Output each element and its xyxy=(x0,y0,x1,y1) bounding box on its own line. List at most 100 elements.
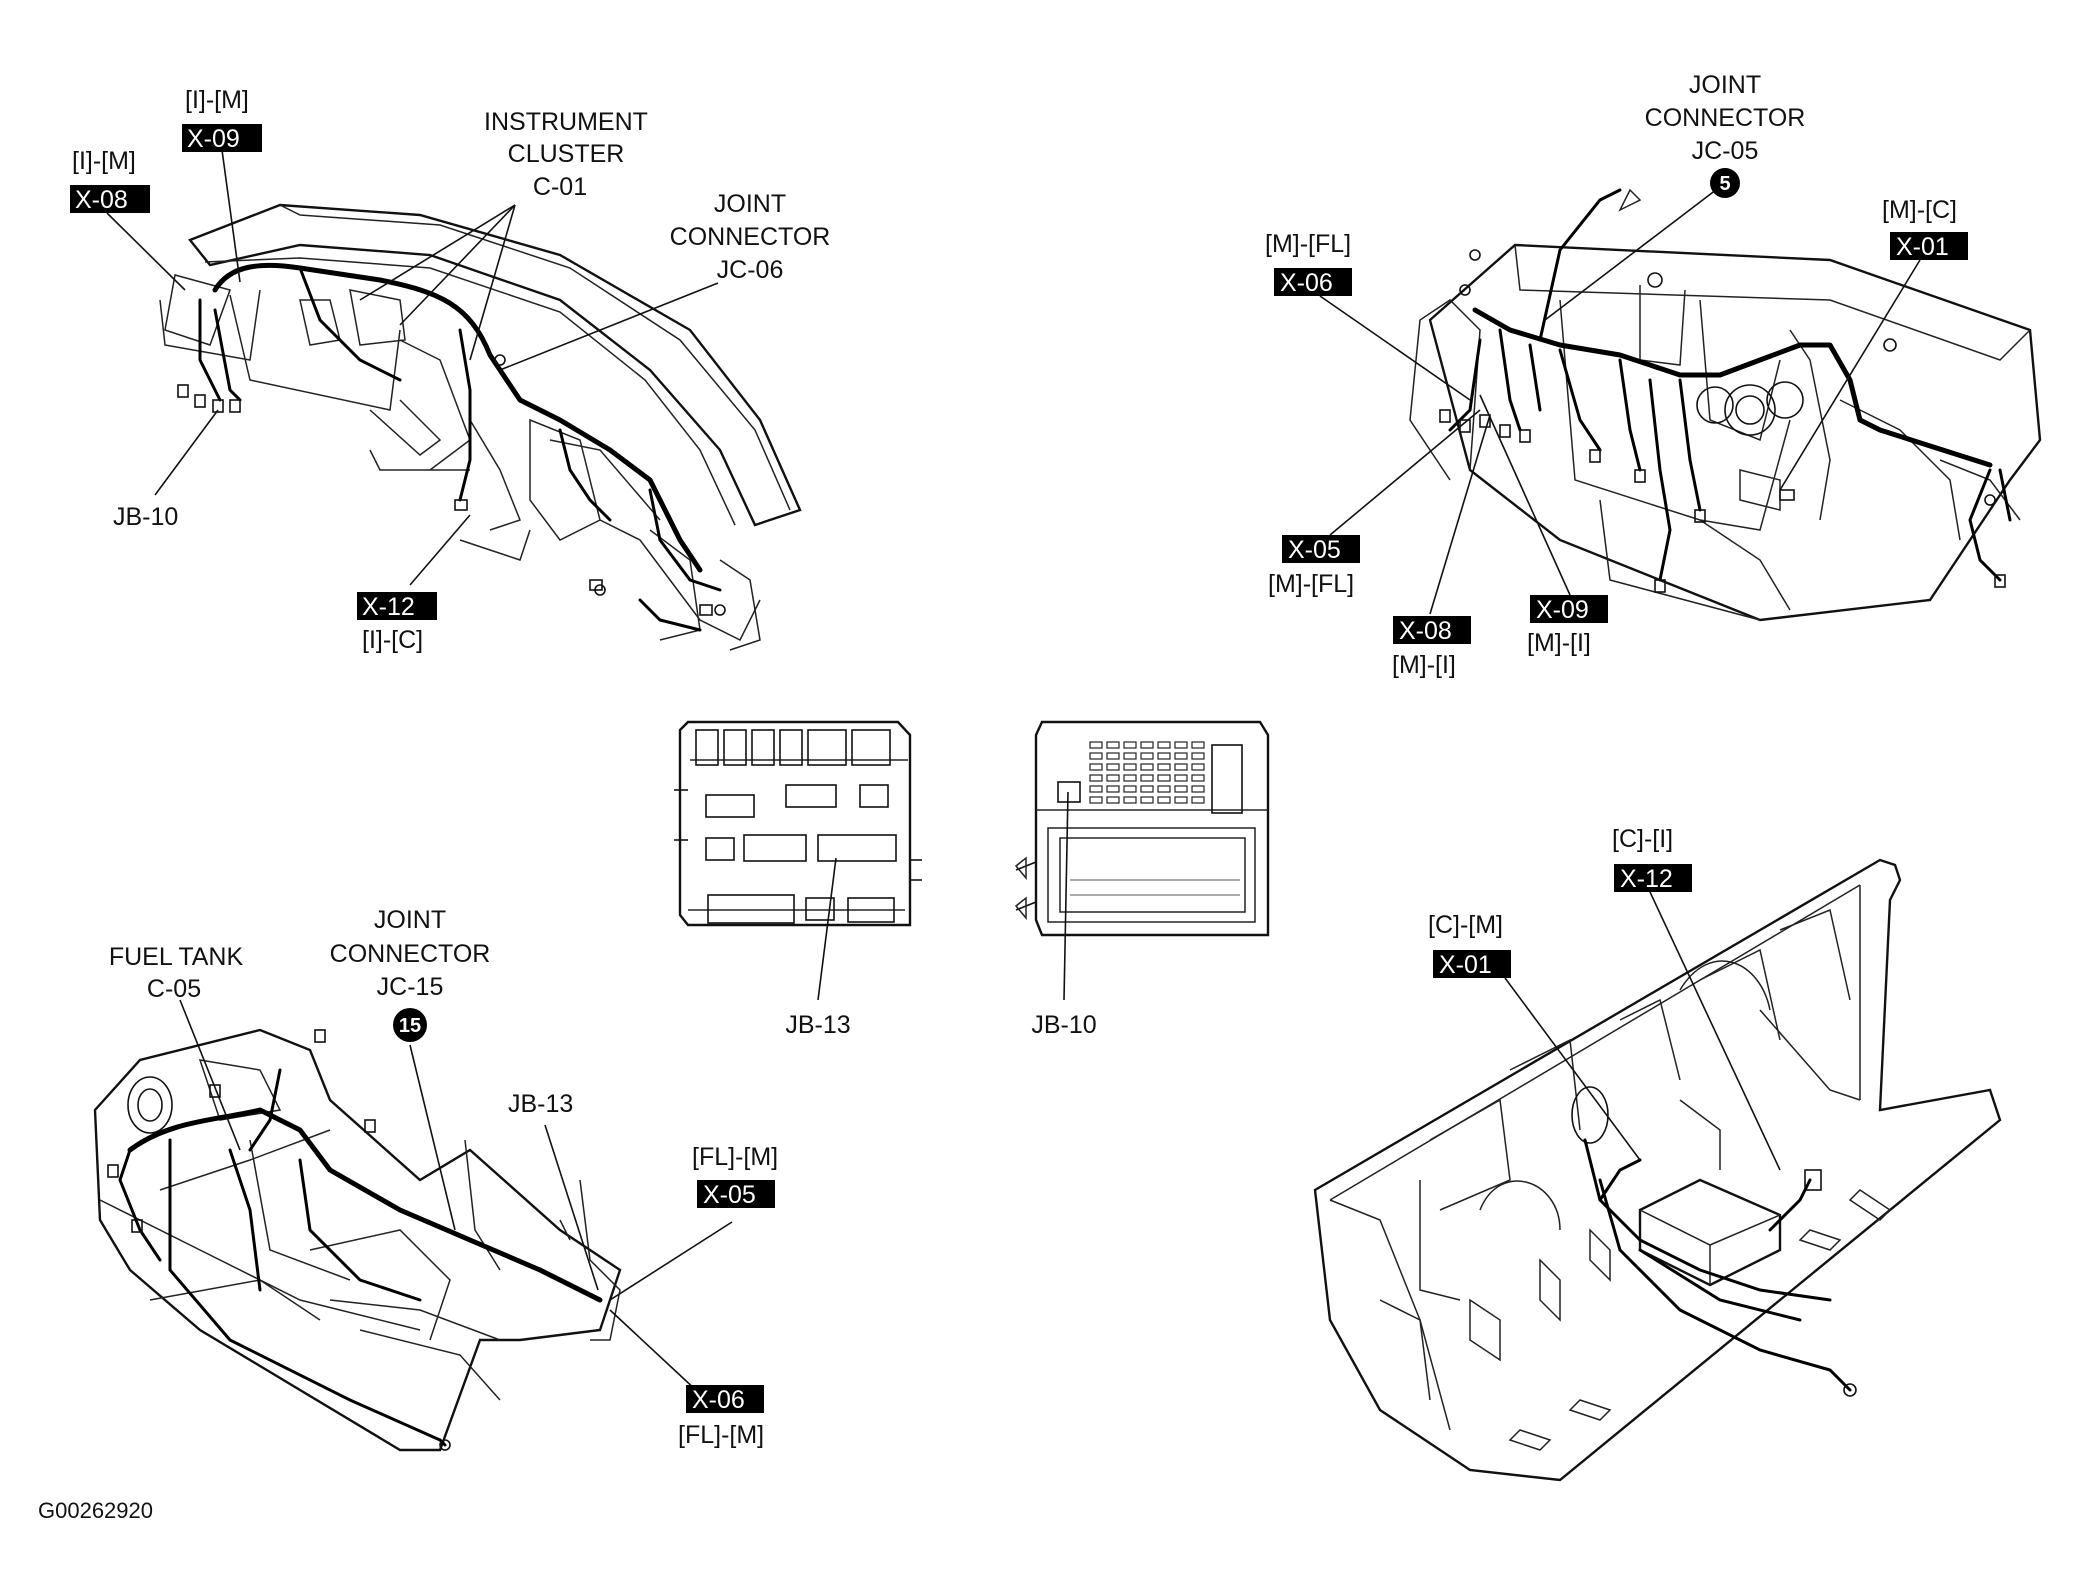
jc15-badge xyxy=(393,1008,427,1042)
jc15-badge-number: 15 xyxy=(399,1015,421,1037)
bottom-right-leaders xyxy=(1504,891,1781,1171)
x08-top-right-tag: X-08 xyxy=(1399,617,1452,645)
console-drawing xyxy=(1313,858,2002,1482)
fuse-slot xyxy=(1106,785,1120,793)
fuse-slot xyxy=(1123,752,1137,760)
jb10-fuse-grid xyxy=(1089,741,1205,804)
x05-bottom-left-tag: X-05 xyxy=(703,1181,756,1209)
top-left-labels: [I]-[M] X-09 [I]-[M] X-08 INSTRUMENT CLU… xyxy=(70,86,830,654)
jc15-line-1: JOINT xyxy=(374,906,446,934)
jb13-center-label: JB-13 xyxy=(785,1011,850,1039)
fuse-slot xyxy=(1140,763,1154,771)
instrument-cluster-line-3: C-01 xyxy=(533,173,587,201)
fuse-slot xyxy=(1157,796,1171,804)
x05-top-right-tag: X-05 xyxy=(1288,536,1341,564)
fuse-slot xyxy=(1123,785,1137,793)
fuse-slot xyxy=(1140,785,1154,793)
fuse-slot xyxy=(1157,763,1171,771)
fuse-slot xyxy=(1106,774,1120,782)
fuse-slot xyxy=(1157,752,1171,760)
bottom-left-labels: FUEL TANK C-05 JOINT CONNECTOR JC-15 15 … xyxy=(109,906,778,1449)
instrument-cluster-line-2: CLUSTER xyxy=(508,140,625,168)
fuse-slot xyxy=(1191,785,1205,793)
fuse-slot xyxy=(1157,774,1171,782)
jc06-line-3: JC-06 xyxy=(717,256,784,284)
jc05-badge xyxy=(1710,168,1740,198)
bottom-right-labels: [C]-[I] X-12 [C]-[M] X-01 xyxy=(1428,825,1692,979)
figure-code: G00262920 xyxy=(38,1498,153,1523)
fuse-slot xyxy=(1089,785,1103,793)
jb10-junction-box xyxy=(1014,720,1270,1001)
fuse-slot xyxy=(1174,741,1188,749)
fuse-slot xyxy=(1123,774,1137,782)
fuse-slot xyxy=(1106,752,1120,760)
jc05-line-1: JOINT xyxy=(1689,71,1761,99)
x05-bottom-left-label: [FL]-[M] xyxy=(692,1143,778,1171)
fuse-slot xyxy=(1089,774,1103,782)
top-right-labels: JOINT CONNECTOR JC-05 5 [M]-[C] X-01 [M]… xyxy=(1265,71,1968,679)
x09-top-left-tag: X-09 xyxy=(187,125,240,153)
fuse-slot xyxy=(1140,752,1154,760)
top-right-leaders xyxy=(1319,182,1921,615)
instrument-panel-drawing xyxy=(159,203,802,651)
fuse-slot xyxy=(1174,785,1188,793)
fuse-slot xyxy=(1123,741,1137,749)
fuse-slot xyxy=(1174,796,1188,804)
jb10-center-label: JB-10 xyxy=(1031,1011,1096,1039)
x06-bottom-left-label: [FL]-[M] xyxy=(678,1421,764,1449)
floor-drawing xyxy=(93,1028,622,1452)
x06-bottom-left-tag: X-06 xyxy=(692,1386,745,1414)
x09-top-left-label: [I]-[M] xyxy=(185,86,249,114)
fuse-slot xyxy=(1174,774,1188,782)
jc05-line-2: CONNECTOR xyxy=(1645,104,1806,132)
bottom-left-leaders xyxy=(179,999,733,1393)
x06-top-right-label: [M]-[FL] xyxy=(1265,230,1351,258)
fuse-slot xyxy=(1106,796,1120,804)
fuse-slot xyxy=(1106,763,1120,771)
fuse-slot xyxy=(1191,763,1205,771)
jb13-bottom-left-label: JB-13 xyxy=(508,1090,573,1118)
fuse-slot xyxy=(1106,741,1120,749)
fuse-slot xyxy=(1191,752,1205,760)
x09-top-right-tag: X-09 xyxy=(1536,596,1589,624)
fuse-slot xyxy=(1191,774,1205,782)
x01-top-right-tag: X-01 xyxy=(1896,233,1949,261)
x09-top-right-label: [M]-[I] xyxy=(1527,629,1591,657)
jc05-badge-number: 5 xyxy=(1719,173,1730,195)
x01-bottom-right-tag: X-01 xyxy=(1439,951,1492,979)
fuse-slot xyxy=(1191,741,1205,749)
jb13-junction-box xyxy=(674,720,922,1001)
fuse-slot xyxy=(1089,796,1103,804)
fuse-slot xyxy=(1123,796,1137,804)
x12-bottom-right-tag: X-12 xyxy=(1620,865,1673,893)
x12-bottom-right-label: [C]-[I] xyxy=(1612,825,1673,853)
fuse-slot xyxy=(1157,741,1171,749)
x06-top-right-tag: X-06 xyxy=(1280,269,1333,297)
jc15-line-3: JC-15 xyxy=(377,973,444,1001)
fuse-slot xyxy=(1174,763,1188,771)
fuse-slot xyxy=(1123,763,1137,771)
top-left-leaders xyxy=(106,149,719,586)
fuse-slot xyxy=(1089,763,1103,771)
x12-top-left-label: [I]-[C] xyxy=(362,626,423,654)
fuse-slot xyxy=(1140,741,1154,749)
jc15-line-2: CONNECTOR xyxy=(330,940,491,968)
fuse-slot xyxy=(1157,785,1171,793)
fuse-slot xyxy=(1174,752,1188,760)
x08-top-right-label: [M]-[I] xyxy=(1392,651,1456,679)
jc05-line-3: JC-05 xyxy=(1692,137,1759,165)
x05-top-right-label: [M]-[FL] xyxy=(1268,570,1354,598)
jc06-line-2: CONNECTOR xyxy=(670,223,831,251)
fuse-slot xyxy=(1089,752,1103,760)
x01-bottom-right-label: [C]-[M] xyxy=(1428,911,1503,939)
fuel-tank-line-1: FUEL TANK xyxy=(109,943,244,971)
jb10-top-left-label: JB-10 xyxy=(113,503,178,531)
dash-front-drawing xyxy=(1409,188,2042,622)
fuse-slot xyxy=(1140,796,1154,804)
fuse-slot xyxy=(1140,774,1154,782)
x12-top-left-tag: X-12 xyxy=(362,593,415,621)
fuel-tank-line-2: C-05 xyxy=(147,975,201,1003)
x08-top-left-label: [I]-[M] xyxy=(72,147,136,175)
jc06-line-1: JOINT xyxy=(714,190,786,218)
